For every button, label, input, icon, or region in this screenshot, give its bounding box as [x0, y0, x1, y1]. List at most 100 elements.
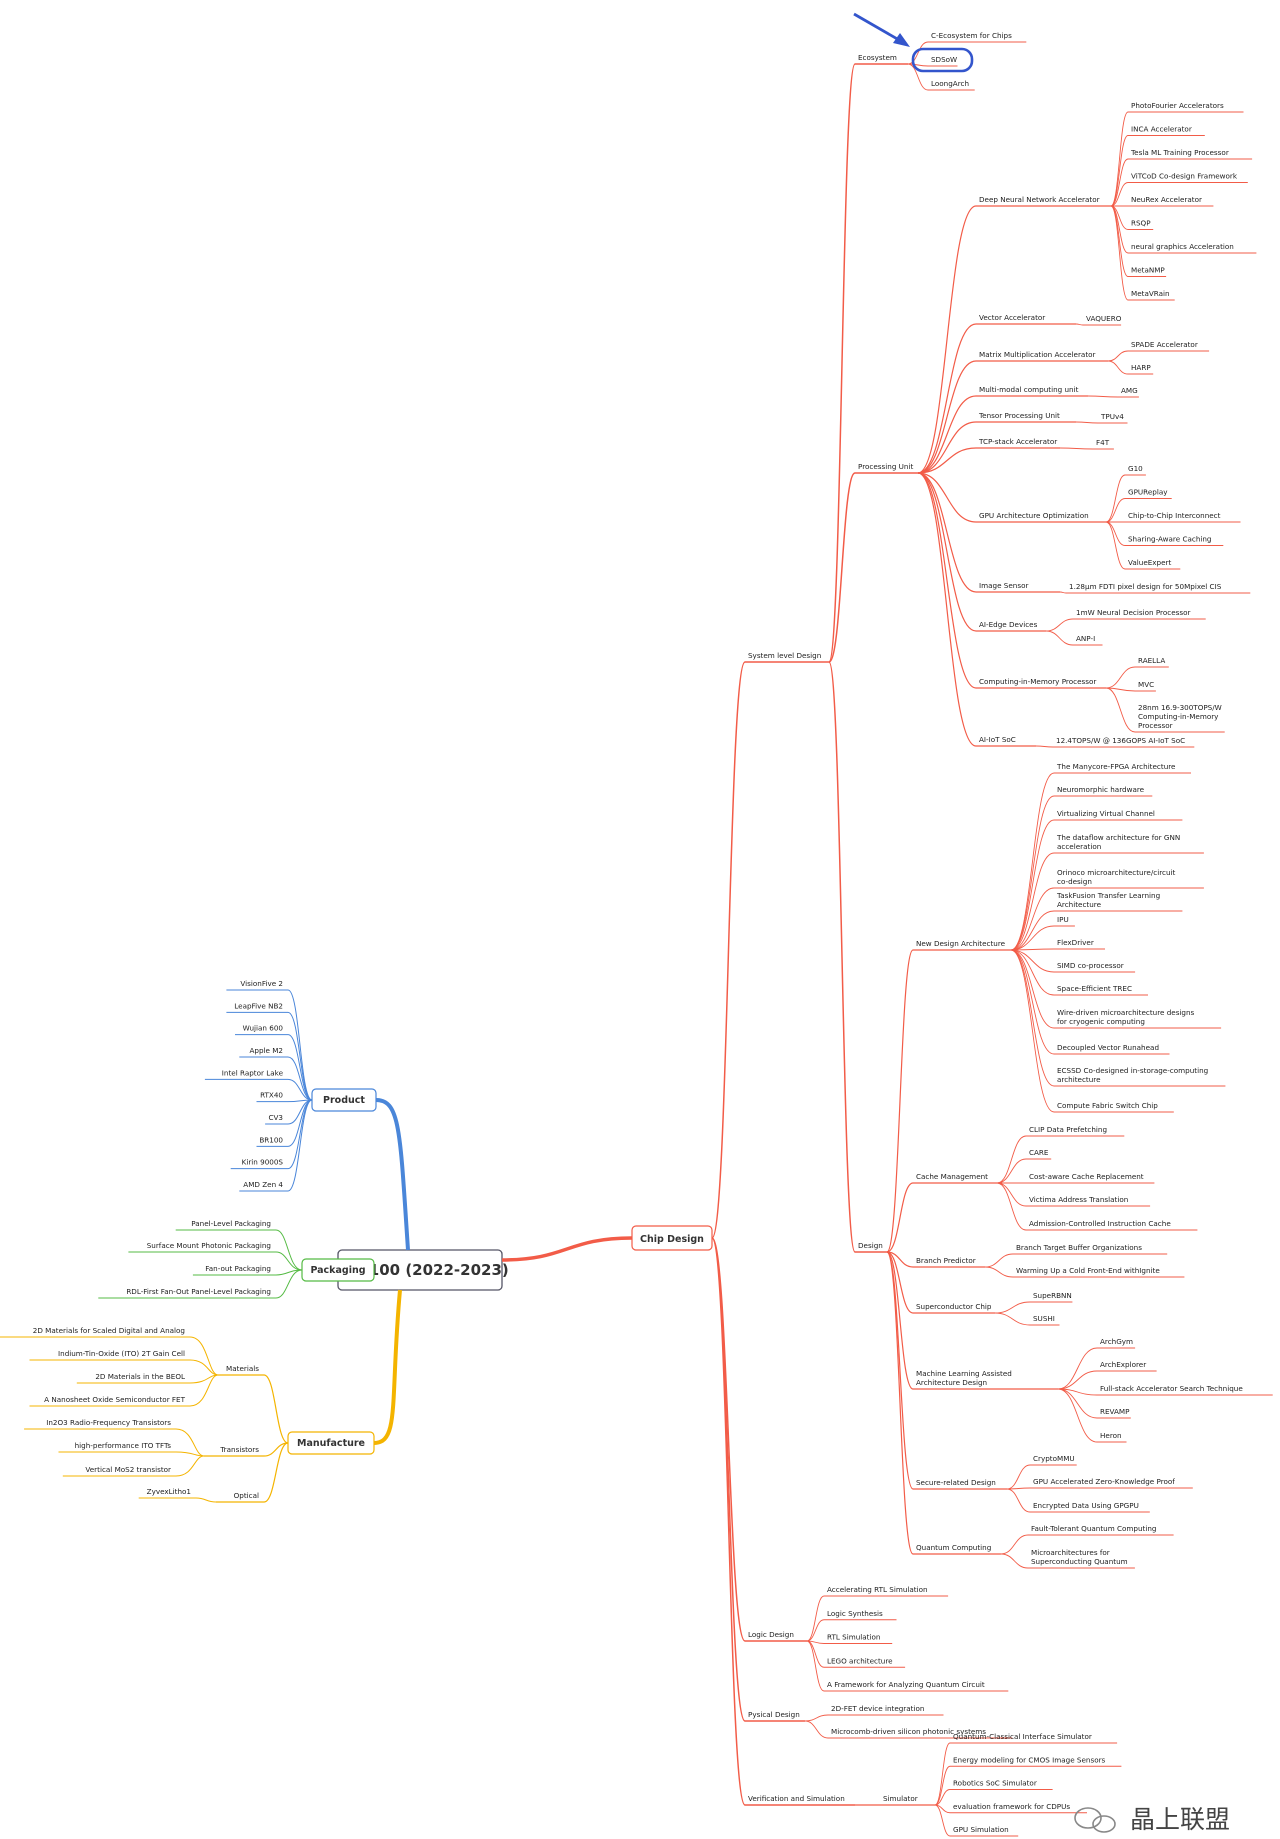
leaf-line — [1057, 1388, 1273, 1396]
l2-branch-system-level-design — [711, 661, 829, 1239]
packaging-panel-level-packaging: Panel-Level Packaging — [191, 1219, 271, 1228]
leaf-line — [0, 1336, 219, 1376]
leaf-sharing-aware-caching: Sharing-Aware Caching — [1128, 535, 1211, 544]
leaf-line — [934, 1765, 1122, 1806]
leaf-line — [1010, 910, 1183, 951]
leaf-line — [24, 1428, 205, 1457]
leaf-line — [994, 1312, 1060, 1326]
pu-group-line — [917, 360, 1108, 474]
watermark: 晶上联盟 — [1074, 1805, 1230, 1834]
leaf-line — [76, 1374, 219, 1384]
leaf-encrypted-data-using-gpgpu: Encrypted Data Using GPGPU — [1033, 1501, 1139, 1510]
pu-group-multi-modal-computing-unit: Multi-modal computing unit — [979, 385, 1079, 394]
design-group-secure-related-design: Secure-related Design — [916, 1478, 996, 1487]
leaf-tesla-ml-training-processor: Tesla ML Training Processor — [1130, 148, 1229, 157]
leaf-line — [1010, 925, 1075, 951]
leaf-line — [1010, 949, 1174, 1113]
l2-branch-verification-and-simulation — [711, 1237, 855, 1806]
leaf-line — [1075, 323, 1122, 326]
leaf-1-28-m-fdti-pixel-design-for-50mpixel-ci: 1.28μm FDTI pixel design for 50Mpixel CI… — [1069, 582, 1222, 591]
leaf-archexplorer: ArchExplorer — [1100, 1360, 1146, 1369]
leaf-valueexpert: ValueExpert — [1128, 558, 1171, 567]
leaf-gpu-accelerated-zero-knowledge-proof: GPU Accelerated Zero-Knowledge Proof — [1033, 1477, 1175, 1486]
leaf-line — [934, 1789, 1053, 1806]
leaf-line — [1105, 474, 1146, 523]
leaf-1mw-neural-decision-processor: 1mW Neural Decision Processor — [1076, 608, 1191, 617]
leaf-admission-controlled-instruction-cache: Admission-Controlled Instruction Cache — [1029, 1219, 1171, 1228]
leaf-photofourier-accelerators: PhotoFourier Accelerators — [1131, 101, 1224, 110]
leaf-line — [226, 1011, 313, 1101]
pu-group-tcp-stack-accelerator: TCP-stack Accelerator — [978, 437, 1057, 446]
product-wujian-600: Wujian 600 — [243, 1024, 284, 1033]
l2-branch-pysical-design — [711, 1237, 805, 1722]
pu-group-image-sensor: Image Sensor — [979, 581, 1028, 590]
manufacture-indium-tin-oxide-ito-2t-gain-cell: Indium-Tin-Oxide (ITO) 2T Gain Cell — [58, 1349, 185, 1358]
product-intel-raptor-lake: Intel Raptor Lake — [222, 1068, 284, 1077]
pu-group-line — [917, 472, 1106, 523]
pu-group-matrix-multiplication-accelerator: Matrix Multiplication Accelerator — [979, 350, 1096, 359]
leaf-line — [175, 1229, 303, 1271]
design-group-line — [886, 1251, 985, 1268]
leaf-cryptommu: CryptoMMU — [1033, 1454, 1075, 1463]
design-group-quantum-computing: Quantum Computing — [916, 1543, 991, 1552]
leaf-line — [29, 1359, 219, 1376]
leaf-line — [1107, 350, 1210, 362]
leaf-line — [1105, 687, 1156, 692]
leaf-branch-target-buffer-organizations: Branch Target Buffer Organizations — [1016, 1243, 1142, 1252]
product-kirin-9000s: Kirin 9000S — [242, 1158, 284, 1167]
leaf-line — [1045, 618, 1206, 632]
l2-verification-and-simulation: Verification and Simulation — [748, 1794, 845, 1803]
leaf-line — [1110, 111, 1244, 207]
leaf-line — [1010, 795, 1153, 951]
leaf-line — [984, 1253, 1168, 1268]
leaf-line — [1057, 1347, 1136, 1390]
leaf-line — [1105, 687, 1225, 733]
leaf-victima-address-translation: Victima Address Translation — [1029, 1195, 1128, 1204]
packaging-fan-out-packaging: Fan-out Packaging — [205, 1264, 271, 1273]
leaf-line — [1035, 745, 1195, 748]
pu-group-line — [917, 447, 1060, 474]
processing-unit-node: Processing Unit — [858, 462, 913, 471]
leaf-gpu-simulation: GPU Simulation — [953, 1825, 1009, 1834]
leaf-quantum-classical-interface-simulator: Quantum-Classical Interface Simulator — [953, 1732, 1092, 1741]
leaf-line — [1010, 949, 1148, 996]
leaf-2d-fet-device-integration: 2D-FET device integration — [831, 1704, 924, 1713]
pu-group-ai-edge-devices: AI-Edge Devices — [979, 620, 1038, 629]
leaf-line — [806, 1619, 897, 1642]
simulator-node: Simulator — [883, 1794, 918, 1803]
leaf-line — [204, 1078, 313, 1101]
leaf-vitcod-co-design-framework: ViTCoD Co-design Framework — [1131, 172, 1238, 181]
pu-group-line — [917, 472, 1106, 689]
product-leapfive-nb2: LeapFive NB2 — [234, 1001, 283, 1010]
leaf-vaquero: VAQUERO — [1086, 314, 1122, 323]
leaf-robotics-soc-simulator: Robotics SoC Simulator — [953, 1779, 1037, 1788]
leaf-line — [907, 41, 1027, 65]
pu-group-vector-accelerator: Vector Accelerator — [979, 313, 1045, 322]
leaf-line — [239, 1056, 313, 1101]
leaf-line — [256, 1099, 313, 1147]
pu-group-deep-neural-network-accelerator: Deep Neural Network Accelerator — [979, 195, 1100, 204]
leaf-metavrain: MetaVRain — [1131, 289, 1170, 298]
leaf-cost-aware-cache-replacement: Cost-aware Cache Replacement — [1029, 1172, 1144, 1181]
arrow-head-icon — [893, 33, 910, 47]
leaf-line — [1107, 360, 1154, 375]
leaf-line — [1110, 135, 1205, 207]
design-group-new-design-architecture: New Design Architecture — [916, 939, 1006, 948]
leaf-line — [1010, 819, 1183, 951]
pu-group-line — [917, 421, 1076, 474]
manufacture-high-performance-ito-tfts: high-performance ITO TFTs — [75, 1441, 172, 1450]
leaf-evaluation-framework-for-cdpus: evaluation framework for CDPUs — [953, 1802, 1070, 1811]
leaf-flexdriver: FlexDriver — [1057, 938, 1094, 947]
product-branch — [375, 1098, 410, 1251]
leaf-12-4tops-w-136gops-ai-iot-soc: 12.4TOPS/W @ 136GOPS AI-IoT SoC — [1056, 736, 1185, 745]
leaf-mvc: MVC — [1138, 680, 1154, 689]
leaf-revamp: REVAMP — [1100, 1407, 1130, 1416]
product-apple-m2: Apple M2 — [249, 1046, 283, 1055]
leaf-logic-synthesis: Logic Synthesis — [827, 1609, 883, 1618]
leaf-compute-fabric-switch-chip: Compute Fabric Switch Chip — [1057, 1101, 1158, 1110]
central-topic-title: Chip100 (2022-2023) — [331, 1261, 509, 1279]
